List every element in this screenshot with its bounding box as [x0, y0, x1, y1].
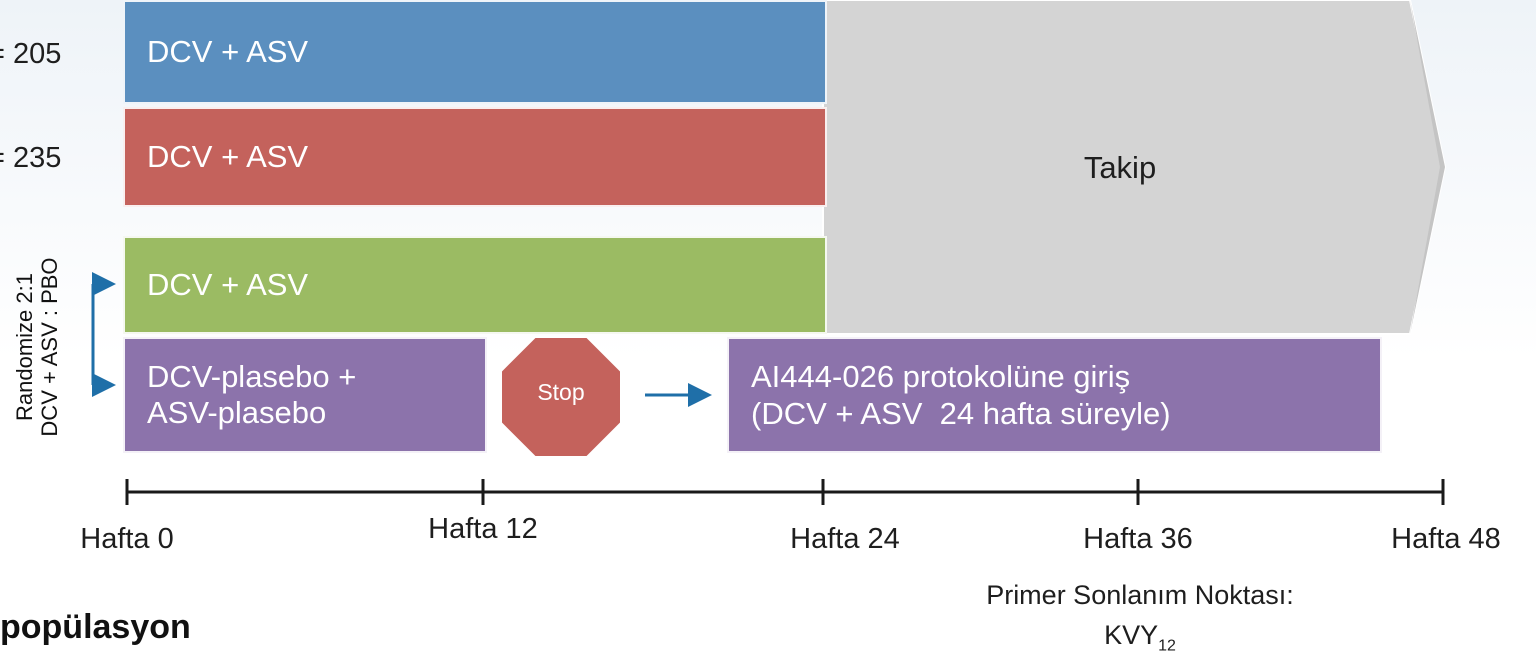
tick-label-week-12: Hafta 12	[428, 513, 538, 545]
placebo-arm-line-2: ASV-plasebo	[147, 395, 327, 430]
followup-label: Takip	[1083, 150, 1157, 185]
randomization-label-line-2: DCV + ASV : PBO	[37, 257, 62, 437]
primary-endpoint-subscript: 12	[1158, 637, 1176, 655]
primary-endpoint-line-1: Primer Sonlanım Noktası:	[986, 580, 1294, 610]
switch-protocol-bar: AI444-026 protokolüne giriş (DCV + ASV 2…	[727, 337, 1382, 453]
placebo-arm-line-1: DCV-plasebo +	[147, 359, 357, 395]
timeline-and-arrows	[91, 272, 1445, 505]
arm-bar-blue-label: DCV + ASV	[147, 34, 309, 69]
primary-endpoint-line-2: KVY12	[940, 615, 1340, 666]
switch-protocol-line-2: (DCV + ASV 24 hafta süreyle)	[751, 396, 1171, 431]
randomization-label-line-1: Randomize 2:1	[12, 273, 37, 421]
randomization-label: Randomize 2:1 DCV + ASV : PBO	[12, 237, 62, 457]
randomization-bracket	[91, 272, 116, 397]
arm-bar-red-label: DCV + ASV	[147, 139, 309, 174]
population-heading: popülasyon	[0, 608, 191, 646]
placebo-arm-bar: DCV-plasebo + ASV-plasebo	[123, 337, 487, 453]
primary-endpoint-measure: KVY	[1104, 620, 1159, 650]
stop-sign-icon	[500, 336, 622, 458]
stop-label: Stop	[537, 379, 585, 405]
tick-label-week-0: Hafta 0	[80, 523, 174, 555]
primary-endpoint: Primer Sonlanım Noktası: KVY12	[940, 575, 1340, 666]
arm-bar-blue: DCV + ASV	[123, 0, 827, 104]
tick-label-week-24: Hafta 24	[790, 523, 900, 555]
timeline-axis	[125, 479, 1445, 505]
cohort-size-label-2: = 235	[0, 142, 62, 174]
tick-label-week-36: Hafta 36	[1083, 523, 1193, 555]
arm-bar-red: DCV + ASV	[123, 107, 827, 207]
switch-protocol-line-1: AI444-026 protokolüne giriş	[751, 358, 1131, 394]
arm-bar-green-label: DCV + ASV	[147, 267, 309, 302]
arm-bar-green: DCV + ASV	[123, 236, 827, 334]
tick-label-week-48: Hafta 48	[1391, 523, 1501, 555]
cohort-size-label-1: = 205	[0, 38, 62, 70]
